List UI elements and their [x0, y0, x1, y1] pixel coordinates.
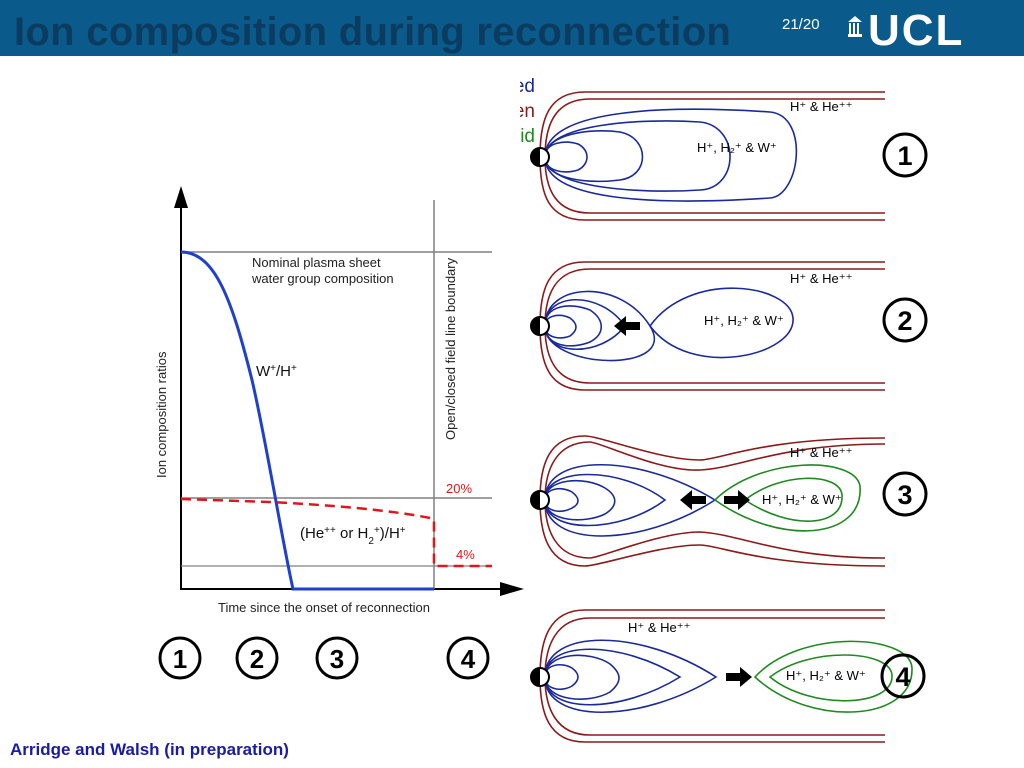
- slide-number: 21/20: [782, 16, 820, 33]
- magnetotail-diagrams: Closed Closed Open Plasmoid H⁺ & He⁺⁺ H⁺…: [520, 76, 928, 743]
- x-axis-label: Time since the onset of reconnection: [218, 600, 430, 615]
- panel2-inner-label: H⁺, H₂⁺ & W⁺: [704, 313, 784, 328]
- boundary-label: Open/closed field line boundary: [443, 257, 458, 440]
- panel4-inner-label: H⁺, H₂⁺ & W⁺: [786, 668, 866, 683]
- panel-2: H⁺ & He⁺⁺ H⁺, H₂⁺ & W⁺ 2: [530, 261, 928, 391]
- panel1-inner-label: H⁺, H₂⁺ & W⁺: [697, 140, 777, 155]
- panel2-number: 2: [897, 306, 912, 336]
- svg-text:3: 3: [330, 644, 344, 674]
- he-h2-ratio-curve: [180, 497, 492, 568]
- stage-marker-1: 1: [158, 636, 202, 680]
- panel3-inner-label: H⁺, H₂⁺ & W⁺: [762, 492, 842, 507]
- stage-marker-2: 2: [235, 636, 279, 680]
- y-axis-label: Ion composition ratios: [154, 351, 169, 478]
- panel1-outer-label: H⁺ & He⁺⁺: [790, 99, 853, 114]
- panel3-left-arrow: [680, 490, 706, 510]
- panel3-right-arrow: [724, 490, 750, 510]
- ucl-logo: UCL: [868, 6, 965, 55]
- panel4-number: 4: [895, 662, 910, 692]
- y-axis-arrow: [174, 186, 188, 208]
- svg-text:4: 4: [461, 644, 476, 674]
- pct4-label: 4%: [456, 547, 475, 562]
- panel2-outer-label: H⁺ & He⁺⁺: [790, 271, 853, 286]
- svg-text:1: 1: [173, 644, 187, 674]
- panel4-arrow: [726, 667, 752, 687]
- panel-3: H⁺ & He⁺⁺ H⁺, H₂⁺ & W⁺ 3: [530, 435, 928, 567]
- composition-chart: Nominal plasma sheet water group composi…: [154, 186, 524, 680]
- panel3-outer-label: H⁺ & He⁺⁺: [790, 445, 853, 460]
- nominal-label-1: Nominal plasma sheet: [252, 255, 381, 270]
- legend-plasmoid-label: Plasmoid: [520, 126, 535, 147]
- ucl-portico-icon: [848, 16, 862, 37]
- slide-title: Ion composition during reconnection: [14, 10, 732, 54]
- citation: Arridge and Walsh (in preparation): [10, 740, 289, 759]
- legend-closed-label: Closed: [520, 76, 535, 97]
- stage-marker-4: 4: [446, 636, 490, 680]
- slide-header: Ion composition during reconnection 21/2…: [0, 0, 1024, 62]
- x-axis-arrow: [500, 582, 524, 596]
- svg-text:2: 2: [250, 644, 264, 674]
- panel-1: H⁺ & He⁺⁺ H⁺, H₂⁺ & W⁺ 1: [530, 91, 928, 221]
- panel2-arrow: [614, 316, 640, 336]
- pct20-label: 20%: [446, 481, 472, 496]
- panel3-number: 3: [897, 480, 912, 510]
- stage-marker-3: 3: [315, 636, 359, 680]
- panel1-number: 1: [897, 141, 912, 171]
- w-h-ratio-curve: [180, 250, 434, 591]
- title-band: [0, 0, 780, 56]
- nominal-label-2: water group composition: [251, 271, 394, 286]
- w-h-series-label: W+/H+: [256, 363, 297, 381]
- he-h2-series-label: (He++ or H2+)/H+: [300, 525, 406, 547]
- panel4-outer-label: H⁺ & He⁺⁺: [628, 620, 691, 635]
- legend-open-label: Open: [520, 101, 535, 122]
- panel-4: H⁺ & He⁺⁺ H⁺, H₂⁺ & W⁺ 4: [530, 609, 926, 743]
